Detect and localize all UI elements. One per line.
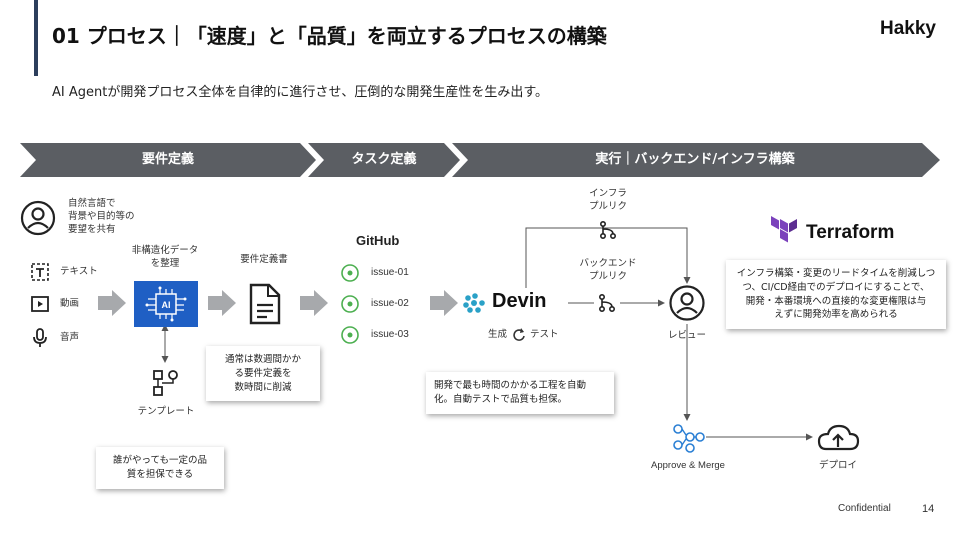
ai-chip-text: AI [162,300,171,310]
issue-open-icon [341,295,359,313]
brand-logo: Hakky [880,18,936,39]
devin-test-label: テスト [530,329,559,340]
template-label: テンプレート [137,406,195,417]
input-video-label: 動画 [60,298,80,309]
input-audio-label: 音声 [60,332,80,343]
document-icon [249,283,281,325]
infra-pr-label: インフラ プルリク [588,188,627,212]
phase-label-tasks: タスク定義 [351,152,417,167]
deploy-label: デプロイ [818,460,857,471]
issue-item[interactable]: issue-01 [371,267,409,278]
phase-chevron-execution [452,143,940,177]
devin-callout: 開発で最も時間のかかる工程を自動 化。自動テストで品質も担保。 [426,372,614,414]
issue-item[interactable]: issue-03 [371,329,409,340]
issue-open-icon [341,264,359,282]
phase-label-requirements: 要件定義 [141,152,194,167]
template-callout: 誰がやっても一定の品 質を担保できる [96,447,224,489]
pull-request-icon [599,220,617,240]
confidential-label: Confidential [838,503,891,514]
page-subtitle: AI Agentが開発プロセス全体を自律的に進行させ、圧倒的な開発生産性を生み出… [52,85,549,100]
issue-open-icon [341,326,359,344]
text-icon [31,263,49,281]
ai-chip-icon: AI [134,281,198,327]
infra-callout: インフラ構築・変更のリードタイムを削減しつ つ、CI/CD経由でのデプロイにする… [726,260,946,330]
devin-label: Devin [492,290,547,312]
refresh-icon [513,328,525,341]
block-arrow-4 [430,290,458,316]
title-accent-bar [34,0,38,76]
review-label: レビュー [667,330,706,341]
template-icon [153,370,178,396]
pull-request-icon [598,293,616,313]
share-text: 自然言語で 背景や目的等の 要望を共有 [68,198,135,235]
video-icon [31,296,49,312]
block-arrow-2 [208,290,236,316]
reviewer-icon [669,285,705,321]
cloud-upload-icon [817,424,860,451]
user-icon [20,200,56,236]
devin-infra-connector [525,227,691,288]
devin-gen-label: 生成 [488,329,508,340]
terraform-logo-icon [771,216,797,243]
block-arrow-1 [98,290,126,316]
doc-callout: 通常は数週間かか る要件定義を 数時間に削減 [206,346,320,402]
mic-icon [33,328,47,347]
input-text-label: テキスト [60,266,98,277]
page-number: 14 [922,503,935,515]
ai-step-label: 非構造化データ を整理 [131,245,199,269]
issue-item[interactable]: issue-02 [371,298,409,309]
merge-pipeline-icon [673,424,705,453]
github-logo: GitHub [356,233,400,248]
approve-merge-label: Approve & Merge [651,460,725,471]
block-arrow-3 [300,290,328,316]
devin-logo-icon [463,293,485,313]
phase-chevron-requirements [20,143,316,177]
phase-chevron-tasks [308,143,460,177]
doc-step-label: 要件定義書 [240,254,288,265]
phase-label-execution: 実行｜バックエンド/インフラ構築 [595,152,795,167]
backend-pr-label: バックエンド プルリク [579,258,637,282]
terraform-label: Terraform [806,222,895,243]
page-title: 01 プロセス｜「速度」と「品質」を両立するプロセスの構築 [52,24,607,48]
